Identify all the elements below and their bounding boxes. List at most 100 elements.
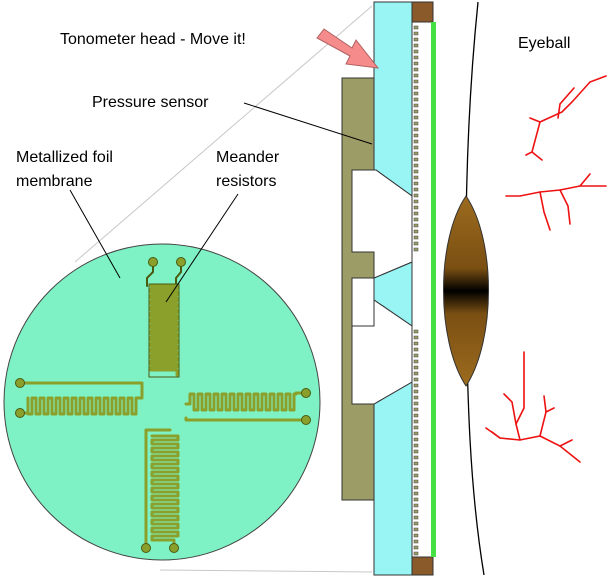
eyeball-label: Eyeball [518,35,570,52]
sensor-contact-tick [413,407,419,412]
meander-resistor-bottom [141,428,180,553]
zoom-guide-line-bottom [159,569,373,573]
sensor-contact-tick [413,389,419,394]
sensor-contact-tick [413,395,419,400]
sensor-contact-tick [413,43,419,48]
sensor-contact-tick [413,25,419,30]
tonometer-head [341,1,436,576]
sensor-contact-tick [413,127,419,132]
sensor-contact-tick [413,169,419,174]
sensor-contact-tick [413,109,419,114]
sensor-contact-tick [413,67,419,72]
sensor-contact-tick [413,467,419,472]
sensor-contact-tick [413,205,419,210]
sensor-contact-tick [413,217,419,222]
sensor-contact-tick [413,223,419,228]
sensor-contact-tick [413,229,419,234]
sensor-contact-tick [413,359,419,364]
sensor-contact-tick [413,449,419,454]
foil-membrane-label-line2: membrane [16,173,93,190]
sensor-contact-tick [413,455,419,460]
bottom-cap [411,556,434,576]
sensor-contact-tick [413,49,419,54]
sensor-contact-tick [413,121,419,126]
sensor-contact-tick [413,371,419,376]
sensor-contact-tick [413,413,419,418]
sensor-contact-tick [413,545,419,550]
sensor-contact-tick [413,157,419,162]
sensor-contact-tick [413,145,419,150]
sensor-contact-tick [413,419,419,424]
eyeball [443,1,607,576]
sensor-contact-tick [413,37,419,42]
meander-resistors-label-line2: resistors [216,173,276,190]
sensor-contact-tick [413,533,419,538]
sensor-contact-tick [413,341,419,346]
sensor-contact-tick [413,115,419,120]
sensor-contact-tick [413,85,419,90]
sensor-contact-tick [413,193,419,198]
meander-resistors-label-line1: Meander [216,149,280,166]
sensor-contact-tick [413,485,419,490]
sensor-contact-tick [413,241,419,246]
sensor-contact-tick [413,235,419,240]
sensor-contact-tick [413,437,419,442]
leader-lines [69,102,373,303]
sensor-contact-tick [413,175,419,180]
pressure-sensor-label: Pressure sensor [92,94,209,111]
sensor-contacts [413,25,419,556]
sensor-contact-tick [413,377,419,382]
zoom-guide-line-top [74,5,373,263]
meander-resistor-left [15,378,144,418]
sensor-contact-tick [413,425,419,430]
sensor-contact-tick [413,353,419,358]
sensor-contact-tick [413,181,419,186]
sensor-contact-tick [413,479,419,484]
sensor-contact-tick [413,247,419,252]
tonometer-head-label: Tonometer head - Move it! [60,31,246,48]
sensor-contact-tick [413,401,419,406]
sensor-contact-tick [413,461,419,466]
sensor-contact-tick [413,383,419,388]
sensor-contact-tick [413,139,419,144]
sensor-contact-tick [413,163,419,168]
sensor-contact-tick [413,187,419,192]
sensor-contact-tick [413,497,419,502]
sensor-contact-tick [413,61,419,66]
sensor-contact-tick [413,73,419,78]
sensor-contact-tick [413,503,419,508]
glass-body-bottom [373,381,413,576]
meander-resistors [15,257,311,553]
sensor-contact-tick [413,103,419,108]
top-cap [411,1,434,23]
sensor-contact-tick [413,151,419,156]
blood-vessels [485,75,607,463]
sensor-contact-tick [413,539,419,544]
sensor-contact-tick [413,473,419,478]
sensor-contact-tick [413,97,419,102]
sensor-contact-tick [413,551,419,556]
sensor-contact-tick [413,31,419,36]
foil-membrane-circle [3,243,321,561]
move-arrow [316,28,380,69]
sensor-contact-tick [413,443,419,448]
sensor-contact-tick [413,133,419,138]
sensor-contact-tick [413,347,419,352]
glass-body-top [373,1,413,197]
sensor-contact-tick [413,199,419,204]
eye-lens [443,195,489,387]
sensor-contact-tick [413,515,419,520]
sensor-contact-tick [413,335,419,340]
sensor-contact-tick [413,509,419,514]
foil-membrane-label-line1: Metallized foil [16,149,113,166]
sensor-contact-tick [413,211,419,216]
sensor-contact-tick [413,55,419,60]
sensor-contact-tick [413,527,419,532]
meander-resistor-right [184,388,311,425]
sensor-contact-tick [413,431,419,436]
sensor-contact-tick [413,79,419,84]
sensor-contact-tick [413,329,419,334]
sensor-housing [341,77,377,501]
meander-resistor-top [146,257,186,378]
